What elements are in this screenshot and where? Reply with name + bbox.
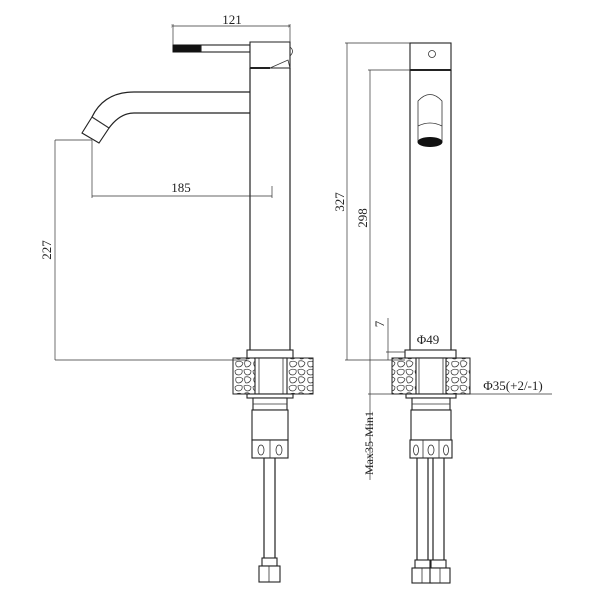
spout: [91, 91, 250, 118]
dim-base-thickness: 7: [372, 320, 387, 327]
handle-lever: [200, 44, 251, 53]
dim-countertop-thickness: Max35-Min1: [362, 411, 376, 475]
front-view: 327 298 7 Φ49 Φ35(+2/-1) Max35-Min1: [332, 42, 552, 584]
aerator-outlet: [417, 137, 443, 147]
dim-spout-height: 227: [39, 240, 54, 260]
dim-body-height: 298: [355, 208, 370, 228]
mounting-nut-front: [410, 409, 452, 441]
dim-spout-reach: 185: [171, 180, 191, 195]
handle-housing-front: [409, 42, 452, 71]
dim-handle-length: 121: [222, 12, 242, 27]
countertop-section-left: [232, 357, 256, 395]
side-view: 121 185 227: [39, 12, 314, 583]
base-plate-front: [404, 349, 457, 359]
base-plate: [246, 349, 294, 359]
dim-hole-diameter: Φ35(+2/-1): [483, 378, 542, 393]
countertop-section-right: [286, 357, 314, 395]
dim-total-height: 327: [332, 192, 347, 212]
handle-housing: [249, 41, 291, 69]
spout-aerator: [81, 116, 110, 144]
countertop-section-left-front: [391, 357, 417, 395]
dim-base-diameter: Φ49: [417, 332, 440, 347]
mounting-nut: [251, 409, 289, 441]
countertop-section-right-front: [445, 357, 471, 395]
handle-tip: [172, 44, 202, 53]
spout-front: [417, 94, 443, 126]
hose-nut: [258, 565, 281, 583]
